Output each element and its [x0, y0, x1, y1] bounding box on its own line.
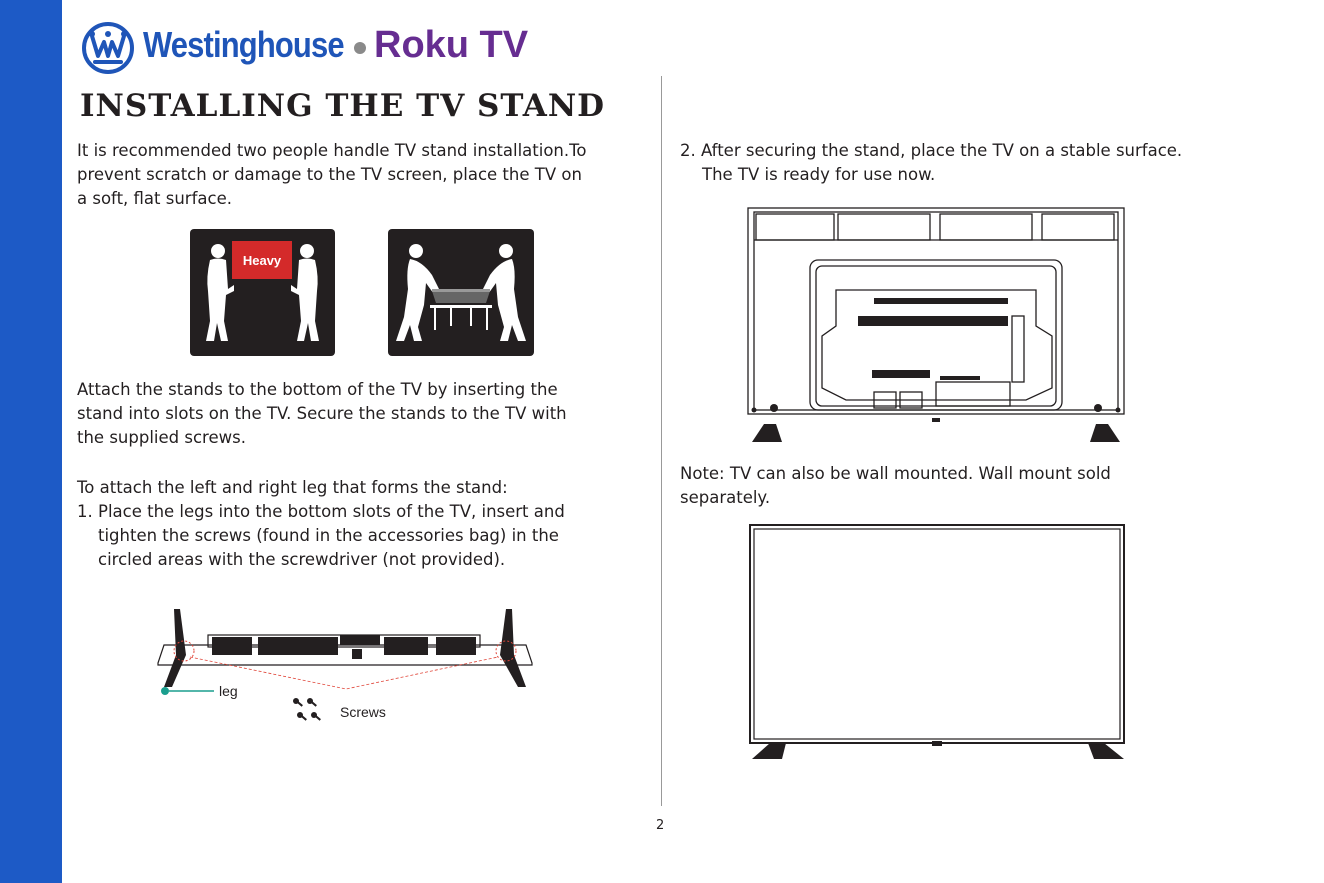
intro-line: a soft, flat surface.: [77, 189, 232, 208]
page-number: 2: [656, 818, 665, 833]
step2-paragraph: 2. After securing the stand, place the T…: [680, 139, 1182, 187]
tv-back-with-stand-diagram: [747, 207, 1125, 442]
placing-tv-on-table-illustration: [388, 229, 534, 356]
legs-intro-line: To attach the left and right leg that fo…: [77, 478, 508, 497]
step1-line: 1. Place the legs into the bottom slots …: [77, 502, 565, 521]
page-title: INSTALLING THE TV STAND: [80, 88, 606, 124]
westinghouse-wordmark: Westinghouse: [143, 24, 345, 65]
intro-line: It is recommended two people handle TV s…: [77, 141, 587, 160]
intro-paragraph: It is recommended two people handle TV s…: [77, 139, 587, 211]
step2-line: The TV is ready for use now.: [702, 165, 936, 184]
column-divider: [661, 76, 662, 806]
attach-line: Attach the stands to the bottom of the T…: [77, 380, 558, 399]
step2-line: 2. After securing the stand, place the T…: [680, 141, 1183, 160]
brand-separator-dot: [354, 42, 366, 54]
two-people-carrying-tv-illustration: Heavy: [190, 229, 335, 356]
intro-line: prevent scratch or damage to the TV scre…: [77, 165, 582, 184]
westinghouse-logo-icon: [82, 22, 134, 74]
leg-label: leg: [219, 683, 238, 699]
note-line: separately.: [680, 488, 771, 507]
wall-mount-note: Note: TV can also be wall mounted. Wall …: [680, 462, 1111, 510]
screws-label: Screws: [340, 704, 386, 720]
tv-bottom-legs-diagram: [157, 609, 533, 721]
roku-tv-wordmark: Roku TV: [374, 24, 529, 66]
attach-line: the supplied screws.: [77, 428, 246, 447]
step1-line: tighten the screws (found in the accesso…: [98, 526, 559, 545]
note-line: Note: TV can also be wall mounted. Wall …: [680, 464, 1111, 483]
attach-line: stand into slots on the TV. Secure the s…: [77, 404, 567, 423]
tv-front-with-stand-diagram: [749, 524, 1125, 759]
heavy-label: Heavy: [243, 253, 282, 268]
step1-line: circled areas with the screwdriver (not …: [98, 550, 506, 569]
legs-instructions: To attach the left and right leg that fo…: [77, 476, 565, 572]
attach-paragraph: Attach the stands to the bottom of the T…: [77, 378, 567, 450]
blue-sidebar: [0, 0, 62, 883]
